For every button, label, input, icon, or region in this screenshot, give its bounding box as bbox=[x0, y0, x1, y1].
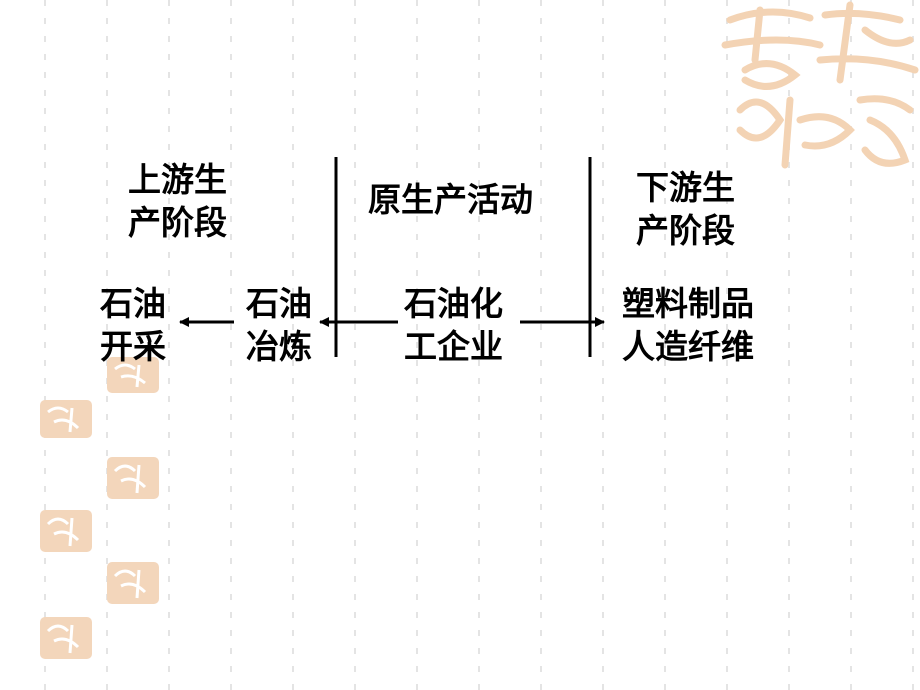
node-petrochemical: 石油化 工企业 bbox=[404, 282, 503, 368]
petrochemical-line-1: 石油化 bbox=[404, 284, 503, 323]
seal-stamp-2 bbox=[40, 400, 92, 438]
node-oil-refining: 石油 冶炼 bbox=[246, 282, 312, 368]
oil-refining-line-2: 冶炼 bbox=[246, 327, 312, 366]
downstream-stage-line-2: 产阶段 bbox=[636, 211, 735, 250]
downstream-stage-label: 下游生 产阶段 bbox=[636, 166, 735, 252]
calligraphy-watermark bbox=[721, 1, 919, 169]
node-products: 塑料制品 人造纤维 bbox=[622, 282, 754, 368]
upstream-stage-label: 上游生 产阶段 bbox=[128, 158, 227, 244]
seal-stamp-3 bbox=[107, 457, 159, 499]
oil-extraction-line-2: 开采 bbox=[100, 327, 166, 366]
seal-stamp-6 bbox=[40, 617, 92, 659]
oil-refining-line-1: 石油 bbox=[246, 284, 312, 323]
seal-stamp-5 bbox=[107, 562, 159, 604]
petrochemical-line-2: 工企业 bbox=[404, 327, 503, 366]
upstream-stage-line-1: 上游生 bbox=[128, 160, 227, 199]
primary-activity-label: 原生产活动 bbox=[368, 178, 533, 221]
products-line-1: 塑料制品 bbox=[622, 284, 754, 323]
seal-stamp-1 bbox=[107, 357, 159, 393]
node-oil-extraction: 石油 开采 bbox=[100, 282, 166, 368]
primary-activity-text: 原生产活动 bbox=[368, 180, 533, 219]
products-line-2: 人造纤维 bbox=[622, 327, 754, 366]
oil-extraction-line-1: 石油 bbox=[100, 284, 166, 323]
seal-stamp-4 bbox=[40, 510, 92, 552]
downstream-stage-line-1: 下游生 bbox=[636, 168, 735, 207]
upstream-stage-line-2: 产阶段 bbox=[128, 203, 227, 242]
